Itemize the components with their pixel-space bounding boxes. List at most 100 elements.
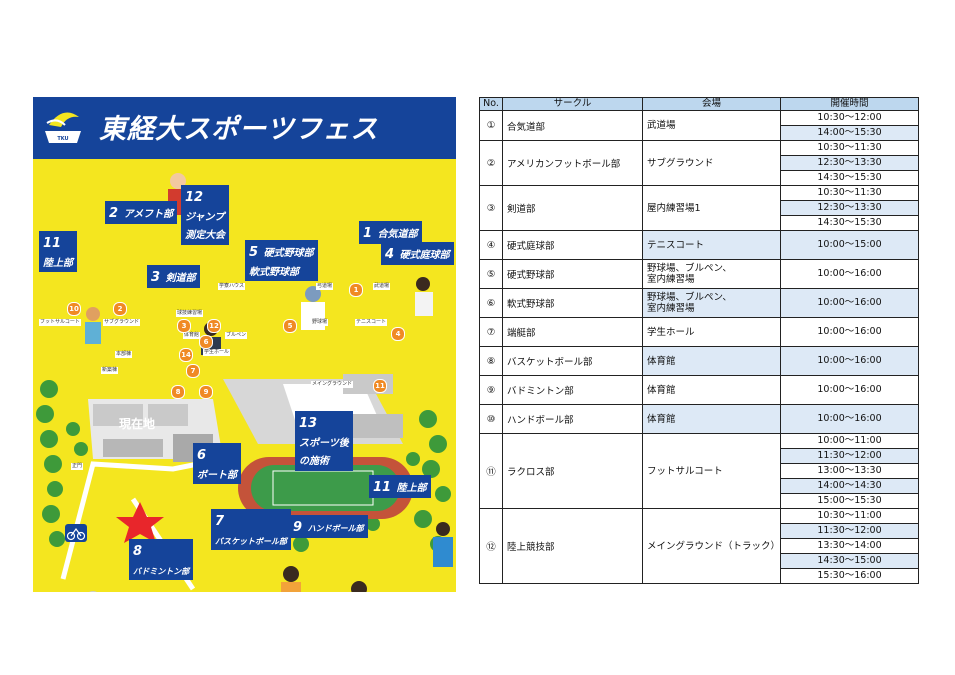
cell-club: 陸上競技部 (502, 508, 643, 584)
label-12: 12 ジャンプ 測定大会 (181, 185, 229, 245)
cell-time: 10:00～16:00 (780, 288, 919, 318)
pin-9: 9 (199, 385, 213, 399)
venue-line: 野球場、ブルペン、 (647, 263, 732, 274)
cell-club: アメリカンフットボール部 (502, 140, 643, 186)
cell-venue: テニスコート (642, 230, 781, 260)
event-map-poster: TKU 東経大スポーツフェス (33, 97, 456, 592)
pin-2: 2 (113, 302, 127, 316)
table-row: 11:30～12:00 (480, 448, 919, 464)
map-text-gym: 体育館 (183, 332, 201, 339)
pin-8: 8 (171, 385, 185, 399)
cell-club: 端艇部 (502, 317, 643, 347)
label-1: 1 合気道部 (359, 221, 422, 244)
table-row: 14:00～14:30 (480, 478, 919, 494)
cell-time: 10:30～12:00 (780, 110, 919, 126)
label-2: 2 アメフト部 (105, 201, 178, 224)
pin-6: 6 (199, 335, 213, 349)
cell-club: ラクロス部 (502, 433, 643, 509)
header-time: 開催時間 (780, 97, 919, 111)
pin-12: 12 (207, 319, 221, 333)
map-text-house: 学寮ハウス (218, 283, 246, 290)
cell-club: 合気道部 (502, 110, 643, 141)
cell-time: 10:00～11:00 (780, 433, 919, 449)
cell-no: ③ (479, 185, 503, 231)
cell-time: 14:30～15:30 (780, 215, 919, 231)
cell-time: 14:00～14:30 (780, 478, 919, 494)
label-8: 8 バドミントン部 (129, 539, 194, 581)
label-13: 13 スポーツ後 の施術 (295, 411, 353, 471)
cell-no: ⑩ (479, 404, 503, 434)
map-text-baseball: 野球場 (311, 319, 329, 326)
pin-1: 1 (349, 283, 363, 297)
label-9: 9 ハンドボール部 (289, 515, 368, 538)
cell-time: 10:00～16:00 (780, 404, 919, 434)
cell-time: 15:30～16:00 (780, 568, 919, 584)
cell-time: 14:00～15:30 (780, 125, 919, 141)
cell-no: ⑥ (479, 288, 503, 318)
cell-time: 12:30～13:30 (780, 155, 919, 171)
cell-time: 12:30～13:30 (780, 200, 919, 216)
label-11: 11 陸上部 (369, 475, 431, 498)
cell-venue: 武道場 (642, 110, 781, 141)
venue-line: フットサルコート (647, 465, 723, 477)
cell-time: 10:00～15:00 (780, 230, 919, 260)
cell-time: 10:00～16:00 (780, 259, 919, 289)
header-venue: 会場 (642, 97, 781, 111)
table-row: 14:30～15:00 (480, 553, 919, 569)
cell-time: 10:30～11:30 (780, 140, 919, 156)
cell-club: バスケットボール部 (502, 346, 643, 376)
table-header-row: No. サークル 会場 開催時間 (479, 97, 919, 111)
cell-time: 14:30～15:30 (780, 170, 919, 186)
pin-14: 14 (179, 348, 193, 362)
cell-no: ⑧ (479, 346, 503, 376)
venue-line: 学生ホール (647, 326, 695, 338)
map-text-budo: 武道場 (373, 283, 391, 290)
map-text-futsal: フットサルコート (39, 319, 81, 326)
cell-club: 剣道部 (502, 185, 643, 231)
map-text-honkan: 本部棟 (115, 351, 133, 358)
cell-venue: 屋内練習場1 (642, 185, 781, 231)
cell-time: 10:00～16:00 (780, 317, 919, 347)
map-text-sub-ground: サブグラウンド (103, 319, 141, 326)
cell-time: 10:00～16:00 (780, 346, 919, 376)
venue-line: 体育館 (647, 384, 676, 396)
cell-venue: 体育館 (642, 375, 781, 405)
cell-time: 11:30～12:00 (780, 523, 919, 539)
venue-line: サブグラウンド (647, 157, 714, 169)
cell-no: ⑨ (479, 375, 503, 405)
map-text-tennis: テニスコート (355, 319, 388, 326)
cell-no: ⑪ (479, 433, 503, 509)
cell-time: 10:30～11:00 (780, 508, 919, 524)
cell-no: ⑤ (479, 259, 503, 289)
label-5: 5 硬式野球部 軟式野球部 (245, 240, 318, 282)
table-row: 11:30～12:00 (480, 523, 919, 539)
map-text-shinkan: 新築棟 (101, 367, 119, 374)
cell-no: ① (479, 110, 503, 141)
cell-time: 11:30～12:00 (780, 448, 919, 464)
pin-4: 4 (391, 327, 405, 341)
bicycle-parking-icon (65, 524, 87, 542)
cell-no: ② (479, 140, 503, 186)
cell-time: 14:30～15:00 (780, 553, 919, 569)
venue-line: メイングラウンド（トラック） (647, 540, 781, 552)
venue-line: 野球場、ブルペン、 (647, 292, 732, 303)
cell-club: ハンドボール部 (502, 404, 643, 434)
header-club: サークル (502, 97, 643, 111)
cell-club: バドミントン部 (502, 375, 643, 405)
label-10: 11 . 陸上部 (39, 231, 77, 273)
poster-header: TKU 東経大スポーツフェス (33, 97, 456, 159)
label-3: 3 剣道部 (147, 265, 200, 288)
poster-title: 東経大スポーツフェス (99, 114, 379, 145)
venue-line: 室内練習場 (647, 303, 695, 314)
map-text-bullpen: ブルペン (225, 332, 248, 339)
